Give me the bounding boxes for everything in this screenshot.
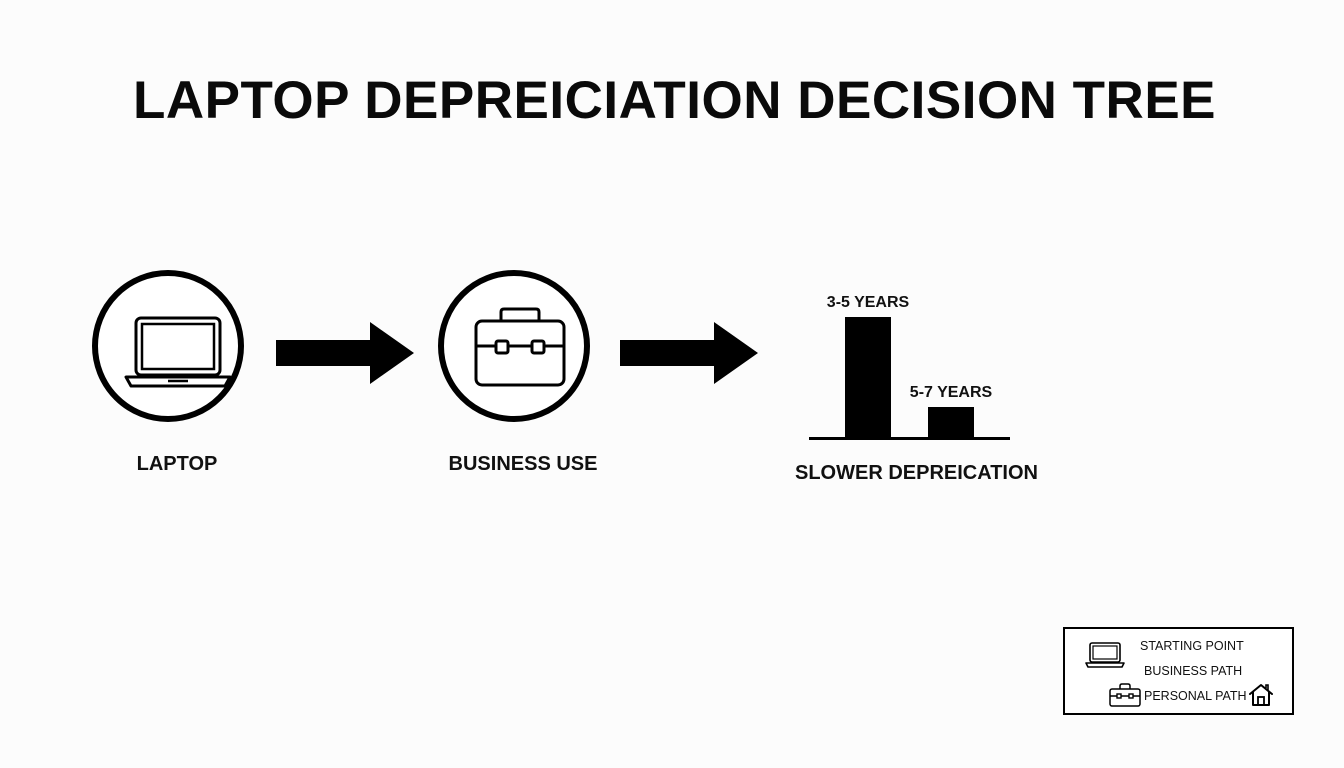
legend-laptop-icon	[1085, 642, 1125, 668]
legend-label-starting-point: STARTING POINT	[1140, 639, 1244, 653]
laptop-node-label: LAPTOP	[136, 453, 218, 475]
laptop-node	[92, 270, 244, 422]
legend: STARTING POINT BUSINESS PATH PERSONAL PA…	[1063, 627, 1294, 715]
bar-5-7-years	[928, 407, 974, 437]
legend-house-icon	[1249, 684, 1273, 706]
chart-caption: SLOWER DEPREICATION	[795, 462, 1038, 484]
laptop-icon	[124, 316, 232, 388]
arrow-business-to-chart	[620, 322, 758, 384]
business-use-node	[438, 270, 590, 422]
legend-label-personal-path: PERSONAL PATH	[1144, 689, 1247, 703]
bar-label-5-7-years: 5-7 YEARS	[909, 384, 993, 401]
legend-label-business-path: BUSINESS PATH	[1144, 664, 1243, 678]
page-title: LAPTOP DEPREICIATION DECISION TREE	[133, 71, 1217, 130]
bar-label-3-5-years: 3-5 YEARS	[826, 294, 910, 311]
legend-briefcase-icon	[1109, 683, 1141, 707]
business-use-node-label: BUSINESS USE	[448, 453, 598, 475]
bar-3-5-years	[845, 317, 891, 437]
arrow-laptop-to-business	[276, 322, 414, 384]
briefcase-icon	[474, 307, 566, 387]
chart-baseline	[809, 437, 1010, 440]
